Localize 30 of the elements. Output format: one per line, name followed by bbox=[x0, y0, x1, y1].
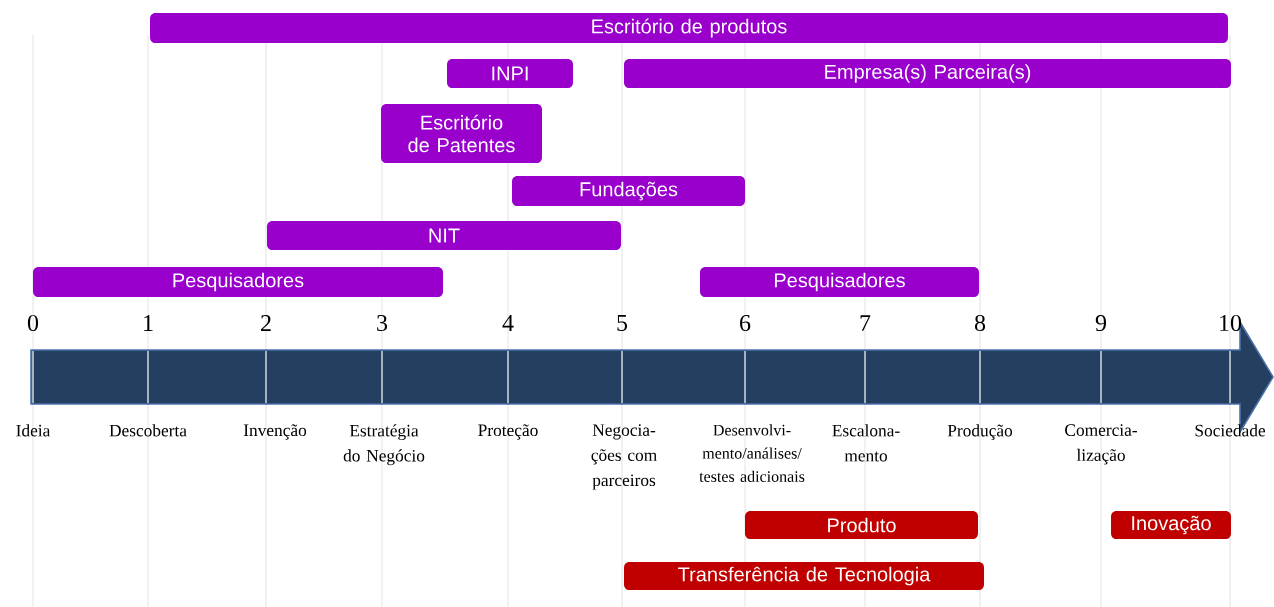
stage-label: Escalona- mento bbox=[832, 424, 900, 462]
stage-label: Desenvolvi- mento/análises/ testes adicionais bbox=[699, 424, 805, 482]
stage-label: Negocia- ções com parceiros bbox=[591, 424, 657, 490]
stage-label: Invenção bbox=[243, 424, 307, 440]
stage-label: Produção bbox=[947, 424, 1013, 440]
bar: Escritório de produtos bbox=[150, 13, 1228, 43]
tick-label: 8 bbox=[974, 314, 986, 332]
bar: Empresa(s) Parceira(s) bbox=[624, 59, 1231, 88]
stage-label: Estratégia do Negócio bbox=[343, 424, 425, 466]
bar: INPI bbox=[447, 59, 573, 88]
bar: Produto bbox=[745, 511, 978, 539]
stage-label: Sociedade bbox=[1195, 424, 1266, 437]
tick-label: 2 bbox=[261, 315, 271, 331]
tick-label: 9 bbox=[1095, 314, 1107, 332]
tick-label: 0 bbox=[27, 314, 39, 332]
bar: Fundações bbox=[512, 176, 745, 206]
stage-label: Descoberta bbox=[109, 424, 187, 437]
tick-label: 3 bbox=[377, 314, 388, 332]
tick-label: 10 bbox=[1220, 314, 1242, 332]
stage-label: Ideia bbox=[16, 424, 51, 437]
bar: Pesquisadores bbox=[33, 267, 443, 297]
stage-label: Comercia- lização bbox=[1065, 424, 1137, 465]
bar: Transferência de Tecnologia bbox=[624, 562, 984, 590]
bar: Escritório de Patentes bbox=[381, 104, 542, 163]
bar: NIT bbox=[267, 221, 621, 250]
tick-label: 4 bbox=[502, 315, 514, 331]
bar: Pesquisadores bbox=[700, 267, 979, 297]
stage-label: Proteção bbox=[478, 424, 538, 440]
tick-label: 5 bbox=[617, 315, 628, 331]
bar: Inovação bbox=[1111, 511, 1231, 539]
